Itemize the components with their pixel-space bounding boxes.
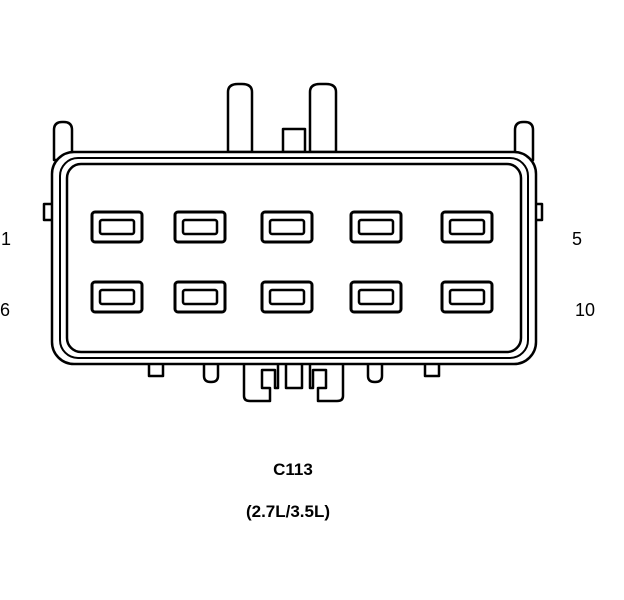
pin-cavity bbox=[440, 280, 494, 314]
bottom-lock-center bbox=[284, 360, 304, 390]
connector-id: C113 bbox=[273, 460, 313, 479]
bottom-tab bbox=[366, 360, 384, 384]
pin-cavity bbox=[173, 280, 227, 314]
connector-variant: (2.7L/3.5L) bbox=[246, 502, 330, 521]
bottom-lock bbox=[242, 360, 280, 403]
bottom-tab bbox=[202, 360, 220, 384]
pin-cavity bbox=[349, 210, 403, 244]
pin-cavity bbox=[90, 210, 144, 244]
pin-cavity bbox=[173, 210, 227, 244]
corner-post-left bbox=[52, 120, 74, 162]
pin-label-6: 6 bbox=[0, 300, 10, 320]
pin-cavity bbox=[90, 280, 144, 314]
pin-label-5: 5 bbox=[572, 229, 582, 249]
top-key bbox=[281, 127, 307, 154]
connector-face bbox=[65, 162, 523, 354]
pin-cavity bbox=[440, 210, 494, 244]
pin-label-1: 1 bbox=[1, 229, 11, 249]
pin-cavity bbox=[260, 280, 314, 314]
pin-cavity bbox=[349, 280, 403, 314]
top-latch-right bbox=[308, 82, 338, 154]
top-latch-left bbox=[226, 82, 254, 154]
corner-post-right bbox=[513, 120, 535, 162]
pin-cavity bbox=[260, 210, 314, 244]
pin-label-10: 10 bbox=[575, 300, 595, 320]
bottom-lock bbox=[308, 360, 345, 403]
